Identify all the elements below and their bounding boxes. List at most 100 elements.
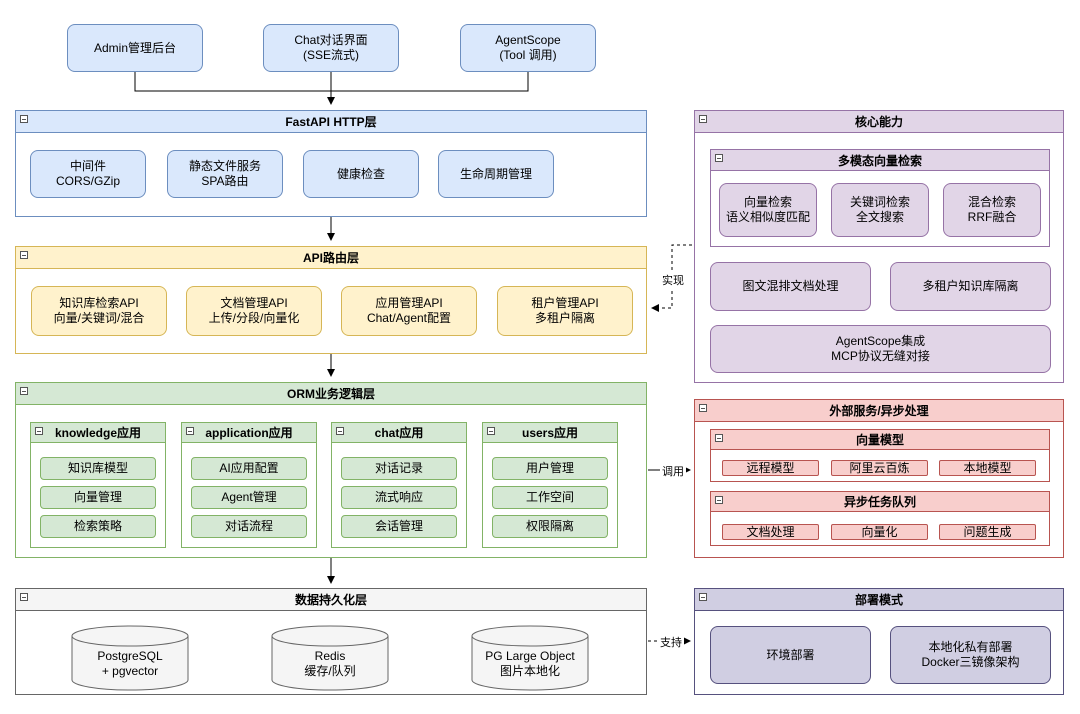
orm-layer: ORM业务逻辑层 knowledge应用 知识库模型 向量管理 检索策略 app… — [15, 382, 647, 558]
app-item: AI应用配置 — [191, 457, 307, 480]
persistence-layer-header: 数据持久化层 — [16, 589, 646, 611]
agentscope-integration-box: AgentScope集成 MCP协议无缝对接 — [710, 325, 1051, 373]
app-item-label: 用户管理 — [525, 461, 574, 475]
agentscope-client: AgentScope (Tool 调用) — [460, 24, 596, 72]
redis-cylinder-top — [271, 625, 389, 647]
external-title: 外部服务/异步处理 — [829, 404, 929, 418]
deployment-title: 部署模式 — [854, 593, 903, 607]
app-item: 知识库模型 — [40, 457, 156, 480]
local-model-box: 本地模型 — [939, 460, 1036, 476]
app-item-label: 流式响应 — [374, 490, 423, 504]
collapse-icon[interactable] — [715, 434, 723, 442]
application-app: application应用 AI应用配置 Agent管理 对话流程 — [181, 422, 317, 548]
question-gen-label: 问题生成 — [963, 524, 1012, 539]
fastapi-layer-header: FastAPI HTTP层 — [16, 111, 646, 133]
bailian-label: 阿里云百炼 — [849, 460, 910, 475]
doc-api-box: 文档管理API 上传/分段/向量化 — [186, 286, 322, 336]
redis-label: Redis 缓存/队列 — [304, 649, 356, 678]
collapse-icon[interactable] — [186, 427, 194, 435]
app-item-label: 检索策略 — [73, 519, 122, 533]
vectorize-box: 向量化 — [831, 524, 928, 540]
collapse-icon[interactable] — [20, 251, 28, 259]
app-item-label: 向量管理 — [73, 490, 122, 504]
knowledge-app: knowledge应用 知识库模型 向量管理 检索策略 — [30, 422, 166, 548]
collapse-icon[interactable] — [20, 387, 28, 395]
collapse-icon[interactable] — [20, 593, 28, 601]
agentscope-client-label: AgentScope (Tool 调用) — [495, 33, 561, 62]
vector-model-title: 向量模型 — [855, 433, 904, 447]
app-item: 工作空间 — [492, 486, 608, 509]
pg-lob-cylinder — [471, 636, 589, 691]
postgres-cylinder-top — [71, 625, 189, 647]
application-app-header: application应用 — [182, 423, 316, 443]
pg-lob-cylinder-top — [471, 625, 589, 647]
implement-edge-label: 实现 — [660, 272, 686, 288]
app-item: 用户管理 — [492, 457, 608, 480]
call-edge-label: 调用 — [660, 463, 686, 479]
collapse-icon[interactable] — [699, 593, 707, 601]
app-item-label: 知识库模型 — [67, 461, 128, 475]
multi-tenant-label: 多租户知识库隔离 — [922, 279, 1019, 293]
deployment-header: 部署模式 — [695, 589, 1063, 611]
env-deploy-box: 环境部署 — [710, 626, 871, 684]
tenant-api-box: 租户管理API 多租户隔离 — [497, 286, 633, 336]
remote-model-label: 远程模型 — [746, 460, 795, 475]
doc-processing-box: 文档处理 — [722, 524, 819, 540]
lifecycle-box: 生命周期管理 — [438, 150, 554, 198]
collapse-icon[interactable] — [715, 496, 723, 504]
app-item-label: 权限隔离 — [525, 519, 574, 533]
redis-store: Redis 缓存/队列 — [272, 648, 388, 680]
collapse-icon[interactable] — [35, 427, 43, 435]
app-item: 检索策略 — [40, 515, 156, 538]
orm-layer-title: ORM业务逻辑层 — [287, 387, 375, 401]
question-gen-box: 问题生成 — [939, 524, 1036, 540]
mixed-doc-label: 图文混排文档处理 — [742, 279, 839, 293]
collapse-icon[interactable] — [699, 115, 707, 123]
collapse-icon[interactable] — [20, 115, 28, 123]
app-item-label: 对话记录 — [374, 461, 423, 475]
api-layer-title: API路由层 — [302, 251, 359, 265]
support-edge-label: 支持 — [658, 634, 684, 650]
app-item: 对话流程 — [191, 515, 307, 538]
vector-search-label: 向量检索 语义相似度匹配 — [725, 195, 810, 224]
async-queue-title: 异步任务队列 — [843, 495, 916, 509]
core-header: 核心能力 — [695, 111, 1063, 133]
app-item: 流式响应 — [341, 486, 457, 509]
chat-app: chat应用 对话记录 流式响应 会话管理 — [331, 422, 467, 548]
core-capabilities: 核心能力 多模态向量检索 向量检索 语义相似度匹配 关键词检索 全文搜索 混合检… — [694, 110, 1064, 383]
app-item-label: AI应用配置 — [219, 461, 279, 475]
collapse-icon[interactable] — [336, 427, 344, 435]
vector-search-box: 向量检索 语义相似度匹配 — [719, 183, 817, 237]
bailian-box: 阿里云百炼 — [831, 460, 928, 476]
remote-model-box: 远程模型 — [722, 460, 819, 476]
middleware-label: 中间件 CORS/GZip — [55, 159, 120, 188]
private-deploy-box: 本地化私有部署 Docker三镜像架构 — [890, 626, 1051, 684]
agentscope-integration-label: AgentScope集成 MCP协议无缝对接 — [831, 334, 930, 363]
vectorize-label: 向量化 — [861, 524, 898, 539]
collapse-icon[interactable] — [715, 154, 723, 162]
collapse-icon[interactable] — [699, 404, 707, 412]
users-app-title: users应用 — [521, 426, 579, 440]
vector-model-header: 向量模型 — [711, 430, 1049, 450]
redis-cylinder — [271, 636, 389, 691]
postgres-store: PostgreSQL + pgvector — [72, 648, 188, 680]
app-item-label: 工作空间 — [525, 490, 574, 504]
app-item-label: 对话流程 — [224, 519, 273, 533]
pg-lob-store: PG Large Object 图片本地化 — [472, 648, 588, 680]
deployment-modes: 部署模式 环境部署 本地化私有部署 Docker三镜像架构 — [694, 588, 1064, 695]
mixed-doc-box: 图文混排文档处理 — [710, 262, 871, 311]
external-services: 外部服务/异步处理 向量模型 远程模型 阿里云百炼 本地模型 异步任务队列 文档… — [694, 399, 1064, 558]
multimodal-search: 多模态向量检索 向量检索 语义相似度匹配 关键词检索 全文搜索 混合检索 RRF… — [710, 149, 1050, 247]
kb-search-api-label: 知识库检索API 向量/关键词/混合 — [53, 296, 145, 325]
lifecycle-label: 生命周期管理 — [459, 166, 532, 181]
doc-api-label: 文档管理API 上传/分段/向量化 — [208, 296, 300, 325]
app-item: Agent管理 — [191, 486, 307, 509]
fastapi-layer-title: FastAPI HTTP层 — [285, 115, 377, 129]
collapse-icon[interactable] — [487, 427, 495, 435]
chat-client-label: Chat对话界面 (SSE流式) — [294, 33, 368, 62]
fastapi-layer: FastAPI HTTP层 中间件 CORS/GZip 静态文件服务 SPA路由… — [15, 110, 647, 217]
hybrid-search-box: 混合检索 RRF融合 — [943, 183, 1041, 237]
app-item: 向量管理 — [40, 486, 156, 509]
api-layer-header: API路由层 — [16, 247, 646, 269]
